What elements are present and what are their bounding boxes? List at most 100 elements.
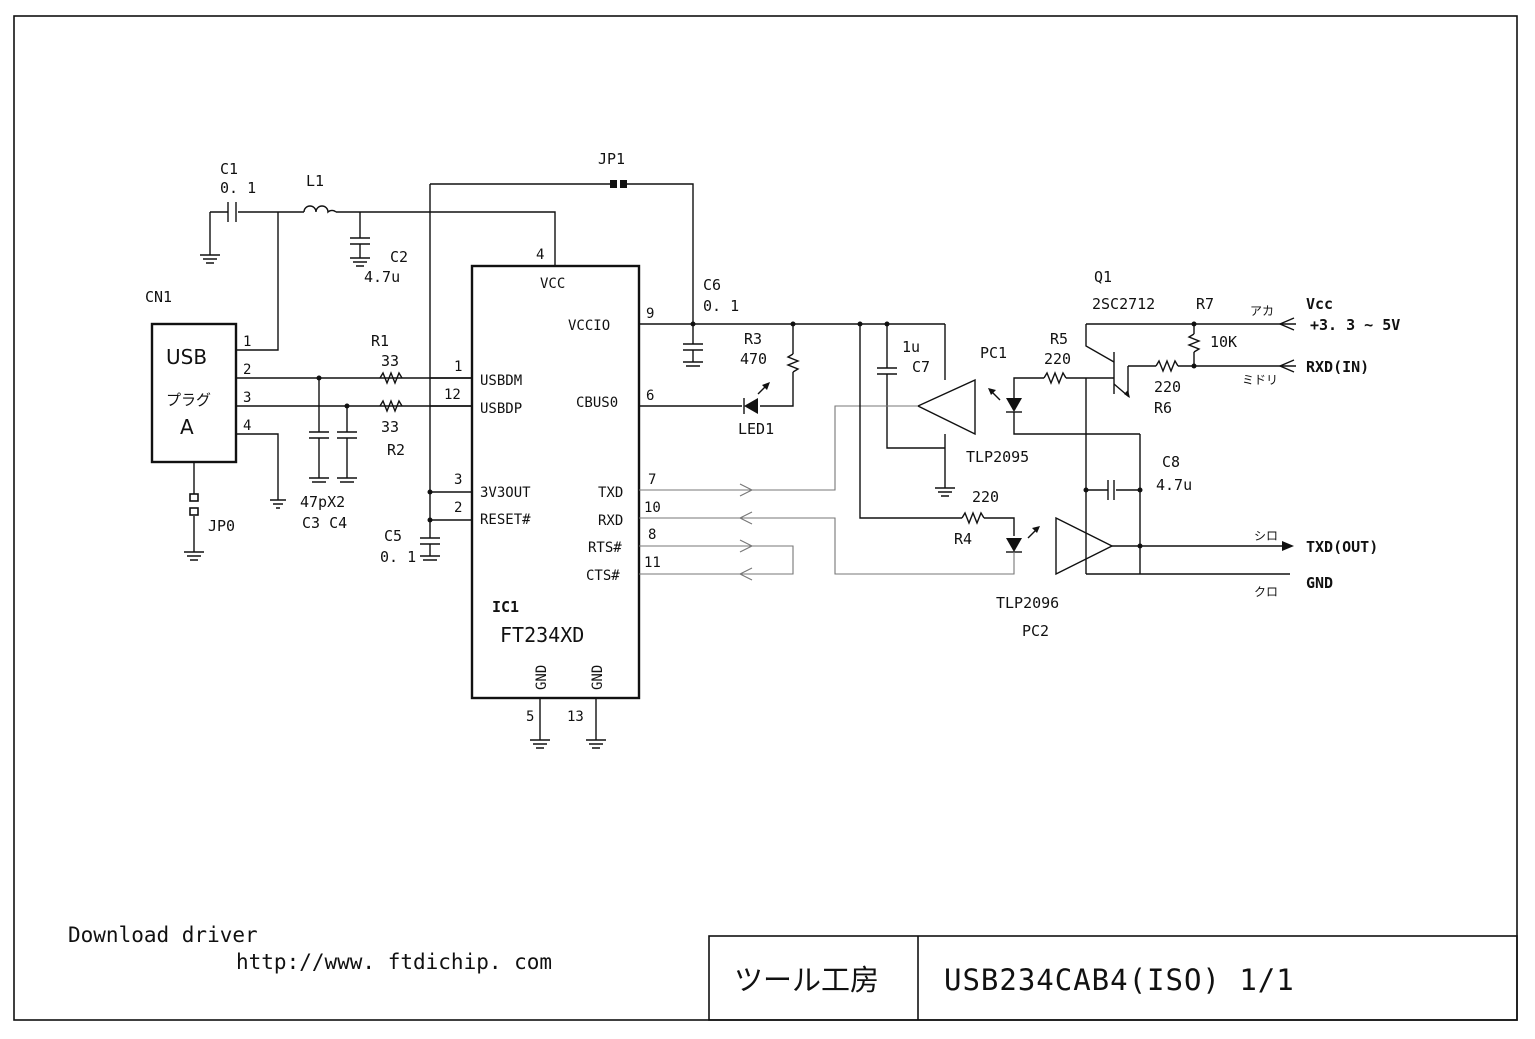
download-driver-text: Download driver [68,923,258,947]
ic1-pin11-name: CTS# [586,568,620,584]
r6-value: 220 [1154,378,1181,396]
led-led1: LED1 [639,382,774,438]
resistor-r6: 220 R6 [1128,359,1280,417]
optocoupler-pc1: TLP2095 PC1 [639,344,1140,497]
r3-value: 470 [740,350,767,368]
capacitor-c5: C5 0. 1 [380,520,440,566]
ic1-ft234xd: 4 VCC 1 USBDM 12 USBDP 3 3V3OUT 2 RESET#… [430,247,661,749]
cn1-pin-3: 3 [243,390,251,406]
wire-color-white: シロ [1254,529,1278,543]
led1-ref: LED1 [738,420,774,438]
r7-value: 10K [1210,333,1237,351]
ic1-pin7-name: TXD [598,485,623,501]
ic1-pin9-num: 9 [646,306,654,322]
r5-value: 220 [1044,350,1071,368]
c5-ref: C5 [384,527,402,545]
rts-cts-loopback [639,539,794,581]
r4-ref: R4 [954,530,972,548]
resistor-r1: R1 33 [371,332,403,385]
r1-ref: R1 [371,332,389,350]
cn1-ref: CN1 [145,288,172,306]
capacitor-c6: C6 0. 1 [683,276,739,367]
net-vcc: Vcc [1306,295,1333,313]
ic1-pin8-num: 8 [648,527,656,543]
vccio-rail [639,321,945,327]
ic1-pin3-name: 3V3OUT [480,485,531,501]
r3-ref: R3 [744,330,762,348]
c6-ref: C6 [703,276,721,294]
resistor-r4: 220 R4 [859,324,1015,548]
external-connections: Vcc +3. 3 ~ 5V RXD(IN) TXD(OUT) GND アカ ミ… [1242,295,1400,599]
ic1-pin12-name: USBDP [480,401,522,417]
ic1-gnd-b-label: GND [590,665,606,690]
pc2-part: TLP2096 [996,594,1059,612]
ic1-pin12-num: 12 [444,387,461,403]
ic1-ref: IC1 [492,598,519,616]
ic1-pin6-num: 6 [646,388,654,404]
wire-color-black: クロ [1254,585,1278,599]
ic1-gnd-a-num: 5 [526,709,534,725]
ic1-pin2-name: RESET# [480,512,531,528]
resistor-r3: R3 470 [740,324,800,407]
c2-ref: C2 [390,248,408,266]
l1-ref: L1 [306,172,324,190]
wire-color-red: アカ [1250,304,1274,318]
inductor-l1: L1 [278,172,556,266]
c6-value: 0. 1 [703,297,739,315]
transistor-q1: Q1 2SC2712 [1085,268,1280,574]
cn1-wiring [236,212,472,509]
net-vcc-range: +3. 3 ~ 5V [1310,316,1400,334]
ic1-pin1-num: 1 [454,359,462,375]
c7-ref: C7 [912,358,930,376]
r7-ref: R7 [1196,295,1214,313]
ic1-pin10-num: 10 [644,500,661,516]
resistor-r5: R5 220 [1043,330,1114,385]
c2-value: 4.7u [364,268,400,286]
jp1-ref: JP1 [598,150,625,168]
q1-part: 2SC2712 [1092,295,1155,313]
cn1-line3: A [180,415,194,439]
pc1-part: TLP2095 [966,448,1029,466]
resistor-r7: R7 10K [1187,295,1237,369]
r4-value: 220 [972,488,999,506]
c3c4-value: 47pX2 [300,493,345,511]
ic1-vcc-pin-name: VCC [540,276,565,292]
ic1-pin2-num: 2 [454,500,462,516]
ic1-pin11-num: 11 [644,555,661,571]
c1-ref: C1 [220,160,238,178]
ic1-pin7-num: 7 [648,472,656,488]
c8-value: 4.7u [1156,476,1192,494]
c3c4-refs: C3 C4 [302,514,347,532]
capacitors-c3-c4: 47pX2 C3 C4 [300,375,357,532]
r6-ref: R6 [1154,399,1172,417]
ic1-pin3-num: 3 [454,472,462,488]
c7-value: 1u [902,338,920,356]
c5-value: 0. 1 [380,548,416,566]
c8-ref: C8 [1162,453,1180,471]
ic1-pin8-name: RTS# [588,540,622,556]
cn1-line2: プラグ [166,391,211,409]
ic1-pin10-name: RXD [598,513,623,529]
cn1-pin-1: 1 [243,334,251,350]
capacitor-c8: C8 4.7u [1083,434,1192,574]
r2-ref: R2 [387,441,405,459]
title-block: ツール工房 USB234CAB4(ISO) 1/1 [708,935,1518,1021]
optocoupler-pc2: TLP2096 PC2 [639,511,1294,640]
ic1-pin9-name: VCCIO [568,318,610,334]
wire-color-green: ミドリ [1242,373,1278,387]
r5-ref: R5 [1050,330,1068,348]
jp0-ref: JP0 [208,517,235,535]
title-block-company: ツール工房 [734,963,879,997]
capacitor-c2: C2 4.7u [350,212,408,286]
title-block-title: USB234CAB4(ISO) 1/1 [944,963,1295,997]
net-gnd: GND [1306,574,1333,592]
cn1-name: USB [166,345,207,369]
resistor-r2: 33 R2 [379,399,405,459]
net-rxd: RXD(IN) [1306,358,1369,376]
pc1-ref: PC1 [980,344,1007,362]
q1-ref: Q1 [1094,268,1112,286]
jumper-jp0: JP0 [184,462,235,561]
ic1-part: FT234XD [500,623,584,647]
download-url-text: http://www. ftdichip. com [236,950,552,974]
ic1-pin6-name: CBUS0 [576,395,618,411]
